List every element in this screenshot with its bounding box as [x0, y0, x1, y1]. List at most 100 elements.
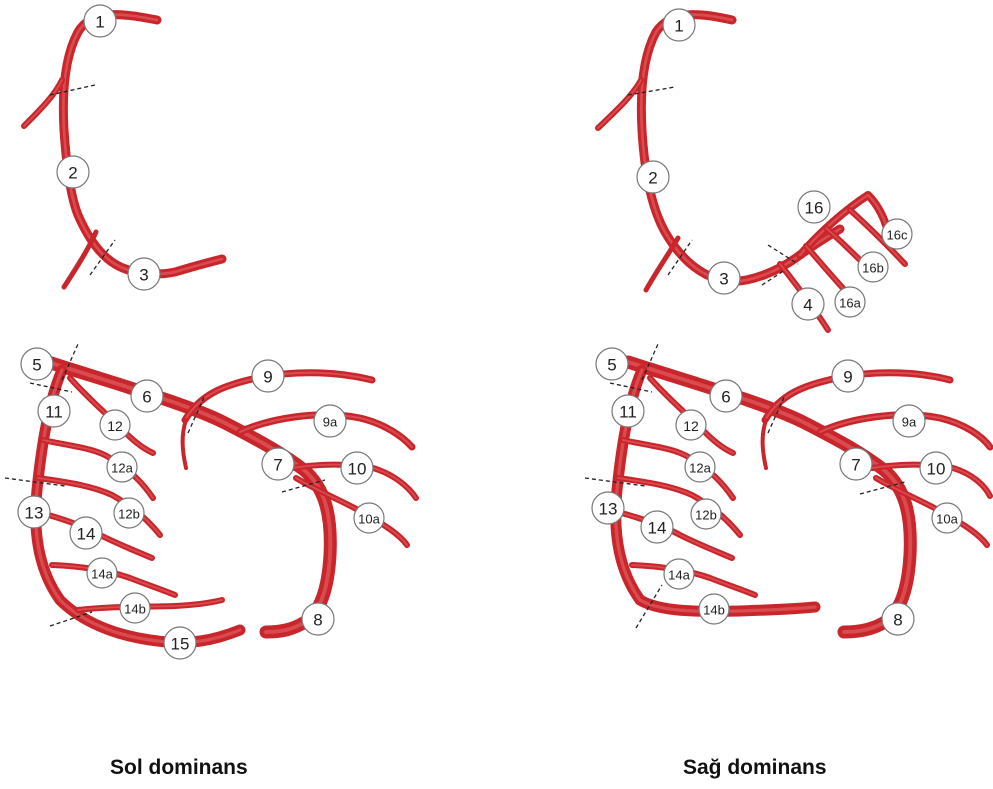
segment-marker-label: 14 [77, 525, 96, 544]
segment-marker-12: 12 [100, 410, 130, 440]
segment-marker-9: 9 [252, 360, 284, 392]
segment-marker-label: 10 [927, 460, 946, 479]
segment-marker-label: 1 [95, 13, 104, 32]
segment-marker-2: 2 [57, 156, 89, 188]
segment-marker-label: 3 [719, 270, 728, 289]
segment-marker-14: 14 [641, 511, 673, 543]
segment-marker-5: 5 [596, 348, 628, 380]
segment-marker-10: 10 [920, 452, 952, 484]
segment-marker-16a: 16a [835, 287, 865, 317]
segment-marker-label: 14 [648, 519, 667, 538]
segment-marker-label: 10 [348, 460, 367, 479]
segment-marker-10a: 10a [354, 503, 384, 533]
segment-marker-8: 8 [882, 603, 914, 635]
segment-marker-label: 16c [887, 228, 908, 243]
segment-marker-8: 8 [302, 603, 334, 635]
segment-marker-label: 5 [607, 356, 616, 375]
segment-marker-12: 12 [676, 410, 706, 440]
segment-marker-label: 9a [902, 415, 917, 430]
segment-marker-6: 6 [131, 380, 163, 412]
segment-marker-label: 16a [839, 296, 861, 311]
segment-marker-7: 7 [840, 448, 872, 480]
segment-marker-label: 14b [703, 603, 725, 618]
segment-marker-12b: 12b [114, 498, 144, 528]
segment-marker-label: 1 [674, 17, 683, 36]
segment-marker-label: 14b [124, 602, 146, 617]
segment-marker-14a: 14a [87, 558, 117, 588]
r-diag-9-tail [763, 420, 766, 468]
segment-marker-16: 16 [798, 191, 830, 223]
segment-marker-1: 1 [663, 9, 695, 41]
segment-marker-11: 11 [612, 395, 644, 427]
segment-marker-10a: 10a [932, 503, 962, 533]
segment-marker-label: 15 [171, 635, 190, 654]
segment-marker-label: 8 [313, 611, 322, 630]
segment-marker-label: 3 [139, 266, 148, 285]
segment-marker-16b: 16b [858, 252, 888, 282]
rca-left-main-highlight [63, 15, 222, 274]
segment-marker-7: 7 [262, 448, 294, 480]
rca-left-rv-branch [64, 232, 96, 287]
segment-marker-14b: 14b [699, 594, 729, 624]
cut-line-layer [5, 85, 905, 628]
l-diag-9-tail [183, 420, 186, 468]
segment-marker-14: 14 [70, 517, 102, 549]
segment-marker-4: 4 [792, 288, 824, 320]
segment-marker-label: 12b [118, 507, 140, 522]
segment-marker-label: 14a [91, 567, 113, 582]
segment-marker-label: 6 [142, 388, 151, 407]
segment-marker-2: 2 [637, 161, 669, 193]
segment-marker-label: 12b [695, 508, 717, 523]
segment-marker-label: 9 [263, 368, 272, 387]
segment-marker-3: 3 [128, 258, 160, 290]
segment-marker-label: 6 [721, 388, 730, 407]
segment-marker-12b: 12b [691, 499, 721, 529]
l-diag-10a-highlight [296, 478, 407, 545]
segment-marker-14b: 14b [120, 593, 150, 623]
segment-marker-label: 11 [45, 403, 63, 422]
rca-right-rv-branch [646, 238, 678, 290]
caption-left-dominance: Sol dominans [110, 756, 248, 780]
r-diag-10a-highlight [876, 478, 987, 545]
segment-marker-9a: 9a [893, 405, 925, 437]
segment-marker-label: 5 [32, 356, 41, 375]
segment-marker-label: 7 [851, 456, 860, 475]
segment-marker-11: 11 [38, 395, 70, 427]
segment-marker-5: 5 [21, 348, 53, 380]
segment-marker-1: 1 [84, 5, 116, 37]
segment-marker-label: 2 [68, 164, 77, 183]
segment-marker-12a: 12a [107, 452, 137, 482]
segment-marker-label: 16 [805, 199, 824, 218]
segment-marker-label: 13 [25, 504, 44, 523]
segment-marker-label: 2 [648, 169, 657, 188]
segment-marker-14a: 14a [664, 559, 694, 589]
segment-marker-label: 7 [273, 456, 282, 475]
segment-marker-9: 9 [832, 360, 864, 392]
segment-marker-13: 13 [18, 496, 50, 528]
segment-marker-label: 4 [803, 296, 812, 315]
segment-marker-10: 10 [341, 452, 373, 484]
segment-marker-label: 8 [893, 611, 902, 630]
segment-marker-3: 3 [708, 262, 740, 294]
segment-marker-label: 16b [862, 261, 884, 276]
segment-marker-6: 6 [710, 380, 742, 412]
segment-marker-label: 12a [111, 461, 133, 476]
segment-marker-9a: 9a [314, 405, 346, 437]
segment-marker-12a: 12a [685, 452, 715, 482]
segment-marker-label: 12 [683, 418, 699, 434]
segment-marker-label: 12 [107, 418, 123, 434]
segment-marker-label: 10a [358, 512, 380, 527]
segment-marker-label: 9a [323, 415, 338, 430]
segment-marker-label: 9 [843, 368, 852, 387]
segment-marker-16c: 16c [882, 219, 912, 249]
segment-marker-label: 14a [668, 568, 690, 583]
segment-marker-label: 12a [689, 461, 711, 476]
segment-marker-label: 11 [619, 403, 637, 422]
caption-right-dominance: Sağ dominans [683, 756, 827, 780]
segment-marker-label: 13 [599, 500, 618, 519]
vessel-layer [24, 15, 990, 643]
segment-marker-label: 10a [936, 512, 958, 527]
segment-marker-13: 13 [592, 492, 624, 524]
segment-marker-layer: 1231231616c16b416a51161299a12a7101312b10… [18, 5, 962, 659]
